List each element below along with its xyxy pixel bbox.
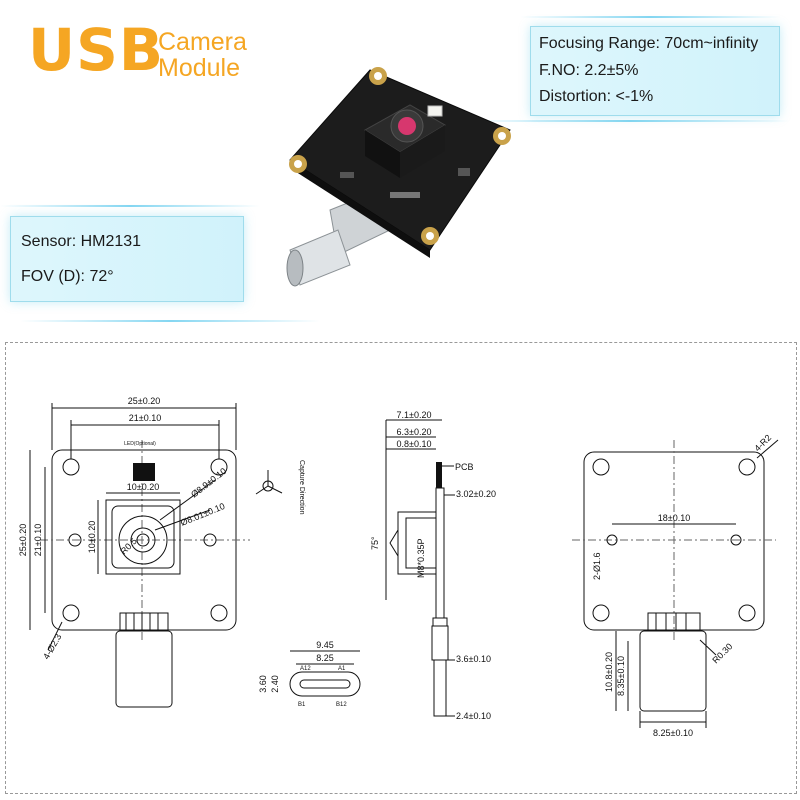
pin-a1: A1	[338, 666, 346, 672]
capture-direction-label: Capture Direction	[298, 460, 305, 515]
led	[427, 105, 443, 117]
glow-line	[20, 320, 320, 322]
capture-direction-symbol: Capture Direction	[255, 460, 305, 515]
dim-side-5: 3.6±0.10	[456, 654, 491, 664]
dim-back-h2: 8.35±0.10	[616, 656, 626, 696]
lens-thread: M8*0.35P	[416, 538, 426, 578]
glow-line	[520, 16, 780, 18]
glow-line	[470, 120, 790, 122]
dim-back-width: 8.25±0.10	[653, 728, 693, 738]
pin-b1: B1	[298, 702, 306, 708]
technical-drawing: 25±0.20 21±0.10 LED(Optional) 10±0.20 25…	[18, 396, 779, 738]
spec-sensor: Sensor: HM2131	[21, 233, 142, 250]
title-usb: USB	[28, 16, 165, 84]
spec-focus: Focusing Range: 70cm~infinity	[539, 35, 759, 52]
dim-back-h1: 10.8±0.20	[604, 652, 614, 692]
back-view: 4-R2 18±0.10 2-Ø1.6 R0.30 10.8±0.20 8.35…	[572, 433, 779, 738]
dim-lens-dia-1: Ø8.9±0.10	[189, 466, 228, 500]
connector-view: 9.45 8.25 A12 A1 B1 B12 3.60 2.40	[258, 640, 361, 708]
lens-angle: 75°	[370, 536, 380, 550]
dim-lens-dia-2: Ø8.01±0.10	[179, 501, 226, 528]
dim-conn-w2: 8.25	[316, 653, 334, 663]
spec-fno: F.NO: 2.2±5%	[539, 62, 639, 79]
title-line-module: Module	[158, 54, 240, 82]
dim-front-height: 25±0.20	[18, 524, 28, 556]
pin-b12: B12	[336, 702, 347, 708]
dim-side-2: 6.3±0.20	[397, 427, 432, 437]
dim-sensor-width: 10±0.20	[127, 482, 159, 492]
dim-conn-w1: 9.45	[316, 640, 334, 650]
dim-radius: R0.5	[118, 536, 139, 557]
dim-front-holes: 4-Ø2.3	[41, 632, 63, 661]
dim-conn-h2: 2.40	[270, 675, 280, 693]
dim-back-corner: 4-R2	[752, 433, 773, 454]
title-line-camera: Camera	[158, 28, 247, 56]
camera-module-image	[286, 67, 511, 287]
dim-front-hole-width: 21±0.10	[129, 413, 161, 423]
dim-back-hole-dist: 18±0.10	[658, 513, 690, 523]
front-view: 25±0.20 21±0.10 LED(Optional) 10±0.20 25…	[18, 396, 250, 708]
dim-back-radius: R0.30	[710, 641, 734, 665]
spec-distortion: Distortion: <-1%	[539, 88, 654, 105]
dim-front-width: 25±0.20	[128, 396, 160, 406]
dim-sensor-height: 10±0.20	[87, 521, 97, 553]
spec-panel-right: Focusing Range: 70cm~infinity F.NO: 2.2±…	[530, 26, 780, 116]
side-view: 7.1±0.20 6.3±0.20 0.8±0.10 PCB 3.02±0.20…	[370, 410, 496, 721]
dim-side-4: 3.02±0.20	[456, 489, 496, 499]
spec-panel-left: Sensor: HM2131 FOV (D): 72°	[10, 216, 244, 302]
dim-side-6: 2.4±0.10	[456, 711, 491, 721]
glow-line	[0, 205, 260, 207]
dim-conn-h1: 3.60	[258, 675, 268, 693]
title-subtitle: Camera Module	[158, 29, 247, 81]
usb-c-plug	[286, 189, 391, 287]
technical-drawing-frame	[5, 342, 797, 794]
pcb-label: PCB	[455, 462, 474, 472]
spec-fov: FOV (D): 72°	[21, 268, 114, 285]
dim-side-1: 7.1±0.20	[397, 410, 432, 420]
led-label: LED(Optional)	[124, 441, 156, 447]
pin-a12: A12	[300, 666, 311, 672]
dim-front-hole-height: 21±0.10	[33, 524, 43, 556]
dim-side-3: 0.8±0.10	[397, 439, 432, 449]
dim-back-hole-dia: 2-Ø1.6	[592, 552, 602, 580]
